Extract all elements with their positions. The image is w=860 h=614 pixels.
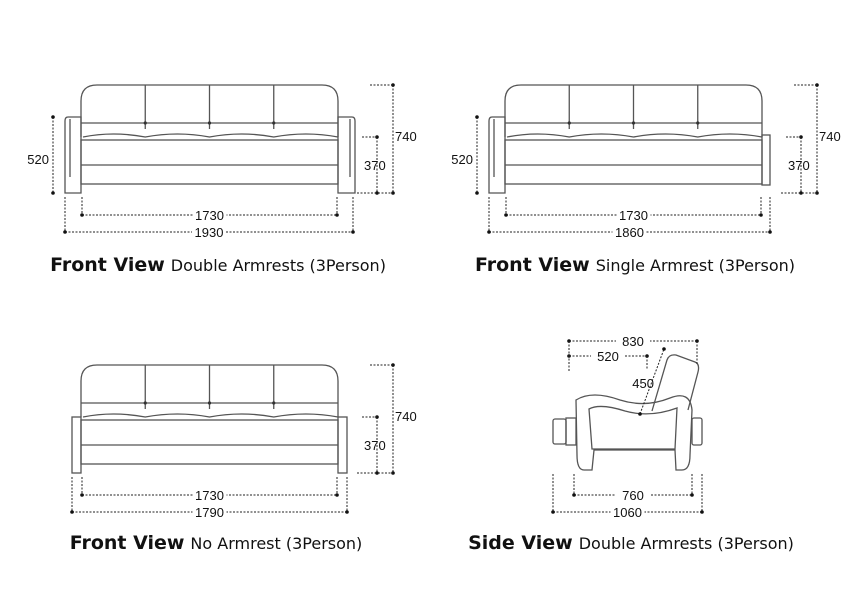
dimension-endpoint [638,412,642,416]
seat-base [80,139,339,185]
label-bg [192,224,226,239]
armrest-height-dimension-label: 520 [451,152,473,167]
dimension-endpoint [690,493,694,497]
seat-depth-dimension-label: 520 [597,349,619,364]
right-armrest [337,116,356,194]
back-height-dimension-line [639,348,665,415]
front-view-double-armrests: 1730 1930 520 740 370 [27,83,417,240]
dimension-endpoint [799,191,803,195]
side-outer-width-dimension-label: 1060 [613,505,642,520]
dimension-endpoint [662,347,666,351]
button-tuft [631,121,636,125]
left-armrest [488,116,506,194]
dimension-endpoint [335,213,339,217]
total-depth-dimension-label: 830 [622,334,644,349]
dimension-endpoint [345,510,349,514]
seat-cushion-front [82,413,339,418]
dimension-endpoint [487,230,491,234]
button-tuft [143,401,147,405]
dimension-endpoint [475,115,479,119]
button-tuft [272,401,276,405]
outer-width-dimension-label: 1930 [195,225,224,240]
side-inner-panel [588,405,678,450]
label-bg [616,487,650,502]
label-bg [192,207,227,222]
dimension-endpoint [700,510,704,514]
dimension-endpoint [551,510,555,514]
seat-base [504,139,763,185]
inner-width-dimension-label: 1730 [619,208,648,223]
label-bg [192,504,227,519]
button-tuft [696,121,700,125]
dimension-endpoint [335,493,339,497]
button-tuft [143,121,147,125]
right-leg [337,416,348,474]
label-bg [192,487,227,502]
armrest-height-dimension-label: 520 [27,152,49,167]
label-bg [610,504,645,519]
dimension-endpoint [768,230,772,234]
reclined-backrest [651,354,700,412]
label-bg [612,224,647,239]
seat-height-dimension-label: 370 [788,158,810,173]
side-seat-right [691,417,703,446]
inner-width-dimension-label: 1730 [195,208,224,223]
front-view-single-armrest: 1730 1860 520 740 370 [451,83,841,240]
label-bg [616,333,650,348]
left-leg [71,416,82,474]
seat-height-dimension-label: 370 [364,438,386,453]
seat-cushion-front [82,133,339,138]
total-height-dimension-label: 740 [395,129,417,144]
front-view-no-armrest: 1730 1790 740 370 [70,363,417,520]
button-tuft [207,121,212,125]
total-height-dimension-label: 740 [395,409,417,424]
button-tuft [207,401,212,405]
seat-base [80,419,339,465]
side-seat-left [552,418,567,445]
outer-width-dimension-label: 1860 [615,225,644,240]
dimension-endpoint [63,230,67,234]
seat-cushion-front [506,133,763,138]
total-height-dimension-label: 740 [819,129,841,144]
side-armrest-frame [575,394,693,471]
label-bg [591,348,625,363]
dimension-endpoint [51,115,55,119]
dimension-endpoint [80,493,84,497]
button-tuft [567,121,571,125]
dimension-endpoint [759,213,763,217]
dimension-endpoint [51,191,55,195]
right-side-panel [761,134,771,186]
back-height-dimension-label: 450 [632,376,654,391]
side-inner-width-dimension-label: 760 [622,488,644,503]
seat-height-dimension-label: 370 [364,158,386,173]
dimension-endpoint [572,493,576,497]
dimension-endpoint [351,230,355,234]
button-tuft [272,121,276,125]
dimension-endpoint [504,213,508,217]
dimension-endpoint [80,213,84,217]
side-seat-left-inner [565,417,577,446]
label-bg [616,207,651,222]
dimension-endpoint [375,191,379,195]
dimension-endpoint [375,471,379,475]
dimension-endpoint [70,510,74,514]
inner-width-dimension-label: 1730 [195,488,224,503]
dimension-endpoint [475,191,479,195]
outer-width-dimension-label: 1790 [195,505,224,520]
left-armrest [64,116,82,194]
